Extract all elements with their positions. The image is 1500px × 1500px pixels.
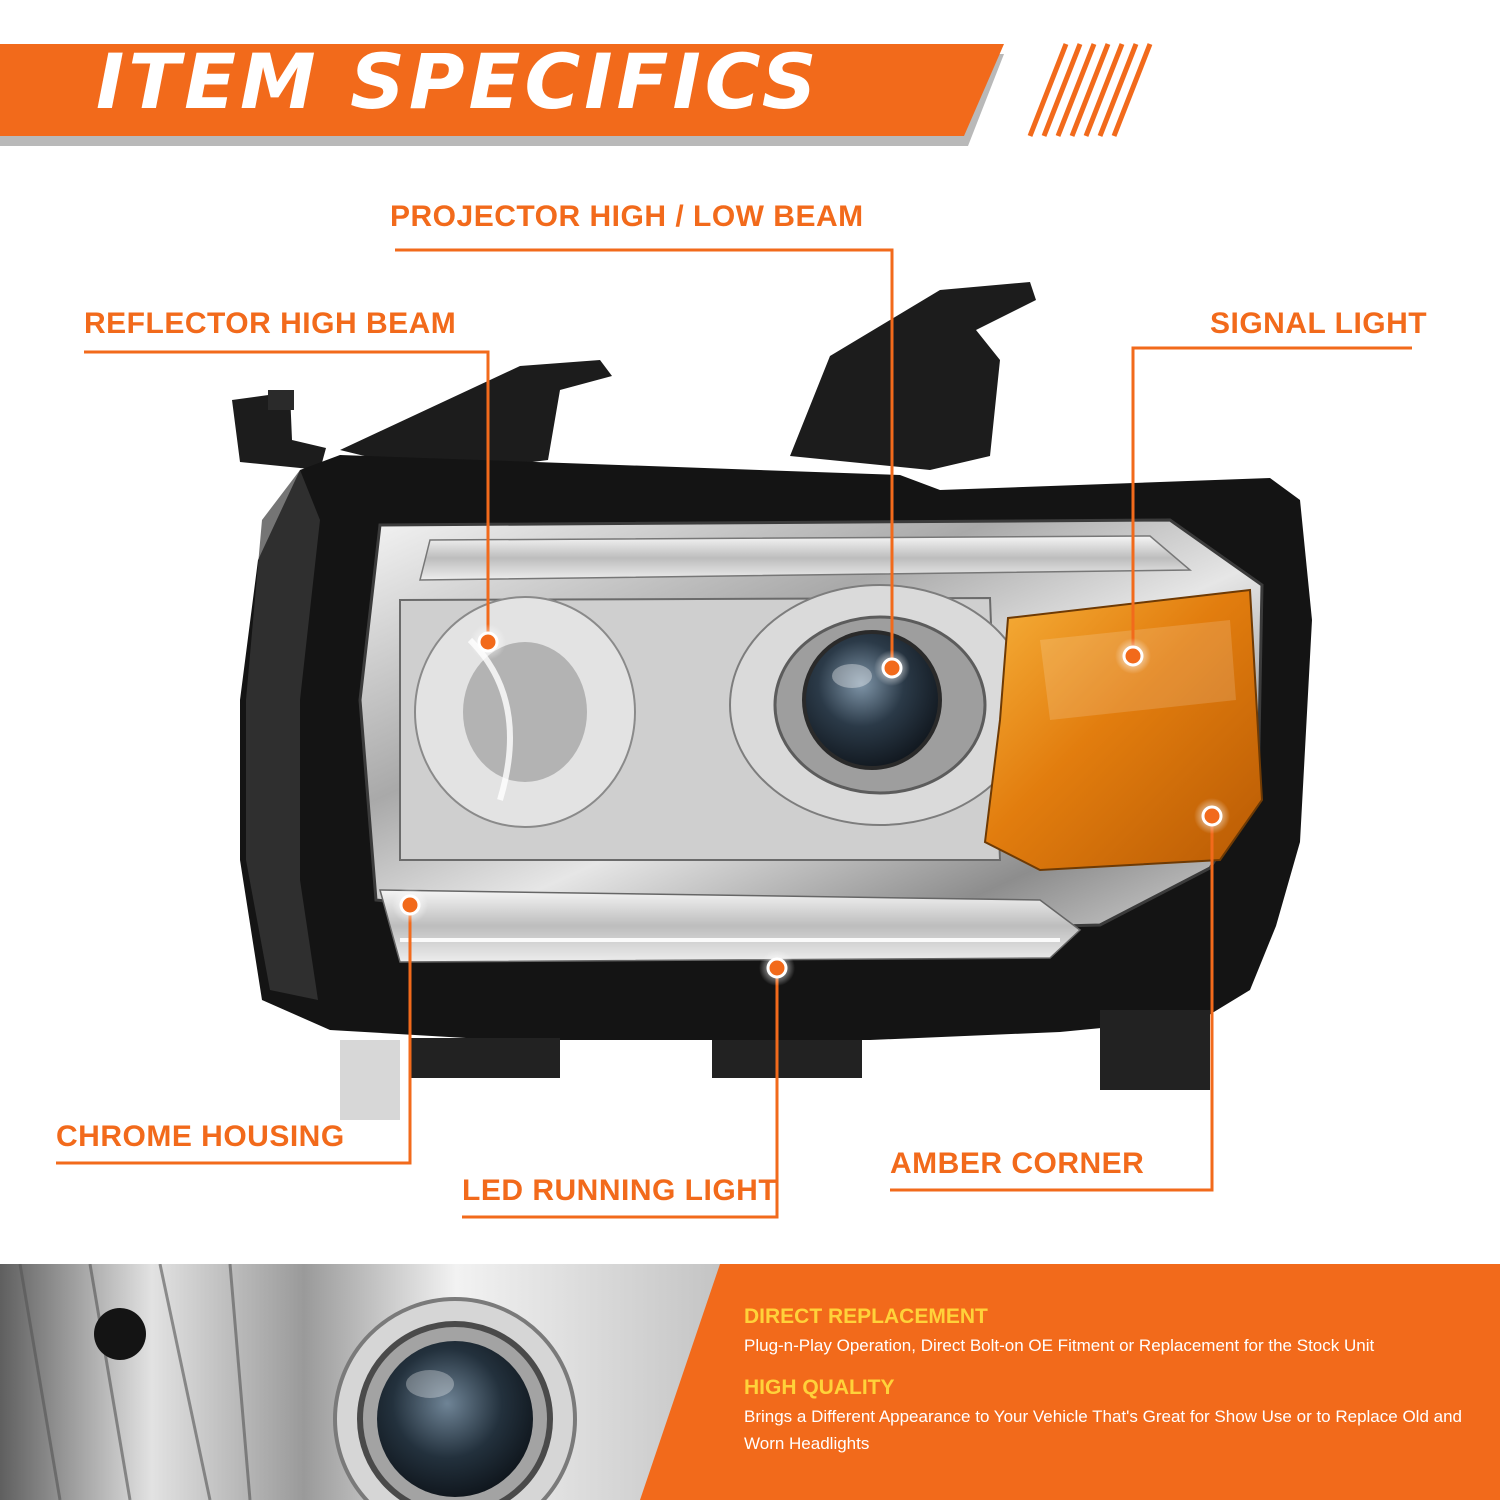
callout-led: LED RUNNING LIGHT [462,1174,778,1207]
amber-corner [983,588,1264,872]
callout-signal: SIGNAL LIGHT [1210,307,1428,340]
banner-stripes [1027,43,1153,137]
callout-projector: PROJECTOR HIGH / LOW BEAM [390,200,864,233]
feature-title: DIRECT REPLACEMENT [744,1305,988,1328]
drl-bar [379,889,1082,963]
led-line [462,968,779,1219]
feature-high-quality: HIGH QUALITY Brings a Different Appearan… [744,1375,1484,1457]
projector-closeup-photo [0,1264,1500,1500]
projector-line [395,248,894,665]
feature-title: HIGH QUALITY [744,1376,895,1399]
chrome-line [56,905,412,1165]
title-banner: ITEM SPECIFICS [0,0,1500,160]
banner-graphic [0,43,1153,146]
headlight-diagram: PROJECTOR HIGH / LOW BEAM REFLECTOR HIGH… [56,200,1428,1219]
page-title: ITEM SPECIFICS [96,37,821,126]
callout-chrome: CHROME HOUSING [56,1120,345,1153]
feature-direct-replacement: DIRECT REPLACEMENT Plug-n-Play Operation… [744,1304,1484,1360]
callout-markers [392,624,1230,986]
feature-text: Plug-n-Play Operation, Direct Bolt-on OE… [744,1336,1375,1356]
mounting-brackets [232,282,1036,472]
lower-tabs [340,1010,1210,1120]
reflector-line [84,350,490,642]
headlight-illustration [56,248,1412,1219]
callout-reflector: REFLECTOR HIGH BEAM [84,307,457,340]
feature-text: Brings a Different Appearance to Your Ve… [744,1407,1462,1453]
feature-panel: DIRECT REPLACEMENT Plug-n-Play Operation… [0,1264,1500,1500]
callout-lines [56,248,1412,1219]
callout-amber: AMBER CORNER [890,1147,1145,1180]
signal-line [1131,346,1412,656]
amber-line [890,816,1214,1192]
